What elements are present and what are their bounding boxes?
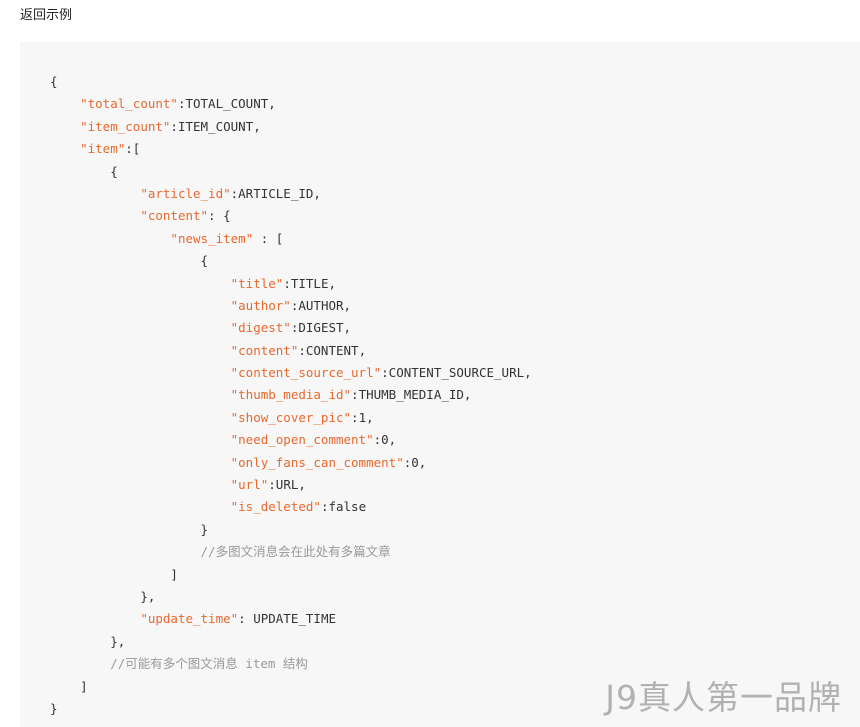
code-line: "digest":DIGEST, [50, 317, 532, 339]
section-title: 返回示例 [20, 8, 73, 23]
json-value: :THUMB_MEDIA_ID, [351, 387, 472, 403]
code-line: "title":TITLE, [50, 273, 532, 295]
code-line: } [50, 698, 532, 720]
code-line: "item_count":ITEM_COUNT, [50, 116, 532, 138]
code-line: "content_source_url":CONTENT_SOURCE_URL, [50, 362, 532, 384]
json-value: :1, [351, 409, 374, 425]
json-key: "show_cover_pic" [230, 409, 352, 425]
code-line: }, [50, 586, 532, 608]
json-value: :[ [125, 141, 141, 157]
code-comment: //可能有多个图文消息 item 结构 [110, 656, 308, 672]
code-line: "article_id":ARTICLE_ID, [50, 183, 532, 205]
json-value: ] [170, 566, 178, 582]
json-key: "title" [230, 275, 284, 291]
json-value: :ARTICLE_ID, [230, 185, 321, 201]
json-value: :TOTAL_COUNT, [177, 96, 276, 112]
json-value: : [ [253, 230, 284, 246]
json-key: "thumb_media_id" [230, 387, 352, 403]
json-value: { [200, 253, 209, 269]
code-line: { [50, 161, 532, 183]
code-line: }, [50, 631, 532, 653]
code-line: "url":URL, [50, 474, 532, 496]
json-value: :0, [403, 454, 427, 470]
code-line: "news_item" : [ [50, 228, 532, 250]
code-line: "only_fans_can_comment":0, [50, 452, 532, 474]
json-key: "is_deleted" [230, 499, 321, 515]
code-lines: { "total_count":TOTAL_COUNT, "item_count… [50, 71, 532, 720]
code-line: "update_time": UPDATE_TIME [50, 608, 532, 630]
json-value: ] [80, 678, 88, 694]
json-key: "content_source_url" [230, 365, 382, 381]
code-block: { "total_count":TOTAL_COUNT, "item_count… [20, 42, 860, 727]
json-value: } [50, 700, 58, 716]
code-line: "total_count":TOTAL_COUNT, [50, 93, 532, 115]
code-line: } [50, 519, 532, 541]
code-line: "show_cover_pic":1, [50, 407, 532, 429]
code-comment: //多图文消息会在此处有多篇文章 [200, 544, 391, 560]
json-key: "digest" [230, 320, 291, 336]
code-line: ] [50, 564, 532, 586]
code-line: //可能有多个图文消息 item 结构 [50, 653, 532, 675]
json-key: "author" [230, 297, 291, 313]
code-line: "content":CONTENT, [50, 340, 532, 362]
code-line: "is_deleted":false [50, 496, 532, 518]
code-line: //多图文消息会在此处有多篇文章 [50, 541, 532, 563]
json-value: }, [140, 588, 156, 604]
json-value: } [200, 521, 209, 537]
json-value: :AUTHOR, [290, 297, 352, 313]
json-key: "item_count" [80, 118, 171, 134]
json-value: :0, [373, 432, 397, 448]
json-value: { [110, 163, 118, 179]
code-line: { [50, 250, 532, 272]
json-value: :TITLE, [283, 275, 336, 291]
json-key: "only_fans_can_comment" [230, 454, 404, 470]
json-value: : { [208, 208, 231, 224]
json-key: "url" [230, 477, 269, 493]
code-line: "thumb_media_id":THUMB_MEDIA_ID, [50, 384, 532, 406]
json-value: :URL, [268, 477, 306, 493]
code-line: "author":AUTHOR, [50, 295, 532, 317]
json-value: :ITEM_COUNT, [170, 118, 261, 134]
json-key: "news_item" [170, 230, 254, 246]
json-value: { [50, 74, 58, 89]
json-key: "article_id" [140, 185, 231, 201]
code-line: "content": { [50, 205, 532, 227]
json-key: "content" [230, 342, 299, 358]
code-line: "item":[ [50, 138, 532, 160]
json-value: :false [320, 499, 367, 515]
json-key: "update_time" [140, 611, 239, 627]
json-value: : UPDATE_TIME [238, 611, 336, 627]
json-key: "total_count" [80, 96, 178, 112]
code-line: "need_open_comment":0, [50, 429, 532, 451]
json-key: "need_open_comment" [230, 432, 374, 448]
json-value: :CONTENT_SOURCE_URL, [381, 365, 532, 381]
code-line: { [50, 71, 532, 93]
json-value: :CONTENT, [298, 342, 367, 358]
json-value: }, [110, 633, 126, 649]
json-value: :DIGEST, [290, 320, 352, 336]
code-line: ] [50, 676, 532, 698]
json-key: "content" [140, 208, 209, 224]
json-key: "item" [80, 141, 126, 157]
watermark: J9真人第一品牌 [605, 678, 842, 717]
